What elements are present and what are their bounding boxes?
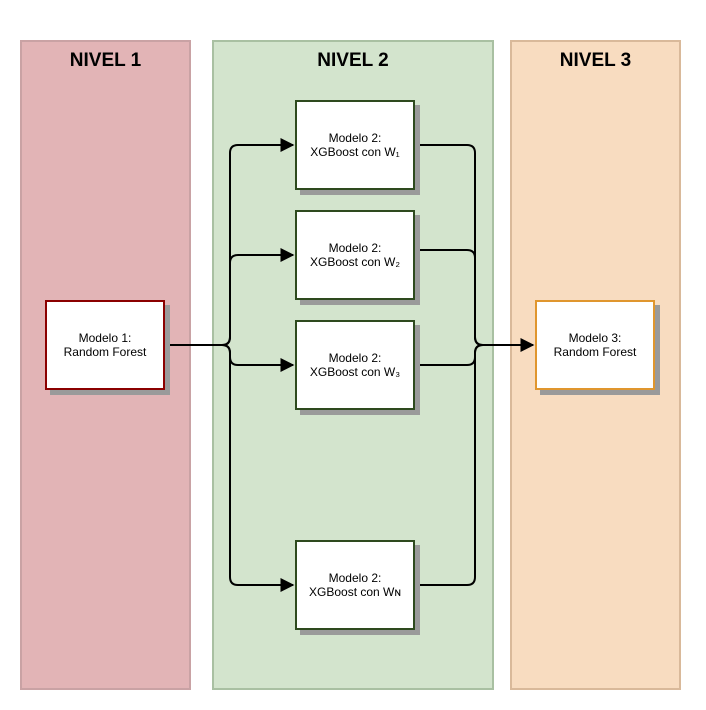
edge-xgb3-merge (415, 344, 484, 366)
node-modelo3-line2: Random Forest (553, 345, 637, 359)
node-modelo1: Modelo 1: Random Forest (45, 300, 165, 390)
edge-modelo1-xgb2 (221, 248, 295, 346)
node-xgb3: Modelo 2: XGBoost con W₃ (295, 320, 415, 410)
edge-modelo1-xgb3 (221, 344, 295, 372)
node-xgb1-line2: XGBoost con W₁ (310, 145, 400, 159)
edge-modelo1-xgb1 (221, 138, 295, 346)
edge-xgb2-merge (415, 249, 484, 346)
node-modelo1-line1: Modelo 1: (78, 331, 132, 345)
node-xgb1: Modelo 2: XGBoost con W₁ (295, 100, 415, 190)
edge-modelo1-xgbn (221, 344, 295, 592)
edge-xgb1-merge (415, 144, 484, 346)
node-xgb2: Modelo 2: XGBoost con W₂ (295, 210, 415, 300)
node-xgb3-line2: XGBoost con W₃ (309, 365, 401, 379)
lane-title-nivel-3: NIVEL 3 (559, 50, 632, 71)
node-modelo3-line1: Modelo 3: (568, 331, 622, 345)
node-xgbn-line1: Modelo 2: (328, 571, 382, 585)
node-xgb2-line1: Modelo 2: (328, 241, 382, 255)
node-xgb1-line1: Modelo 2: (328, 131, 382, 145)
node-modelo1-line2: Random Forest (63, 345, 147, 359)
node-modelo3: Modelo 3: Random Forest (535, 300, 655, 390)
lane-title-nivel-2: NIVEL 2 (317, 50, 389, 71)
node-xgbn: Modelo 2: XGBoost con Wɴ (295, 540, 415, 630)
lane-title-nivel-1: NIVEL 1 (69, 50, 142, 71)
edge-xgbn-merge (415, 344, 484, 586)
node-xgb3-line1: Modelo 2: (328, 351, 382, 365)
node-xgbn-line2: XGBoost con Wɴ (309, 585, 401, 599)
node-xgb2-line2: XGBoost con W₂ (309, 255, 401, 269)
